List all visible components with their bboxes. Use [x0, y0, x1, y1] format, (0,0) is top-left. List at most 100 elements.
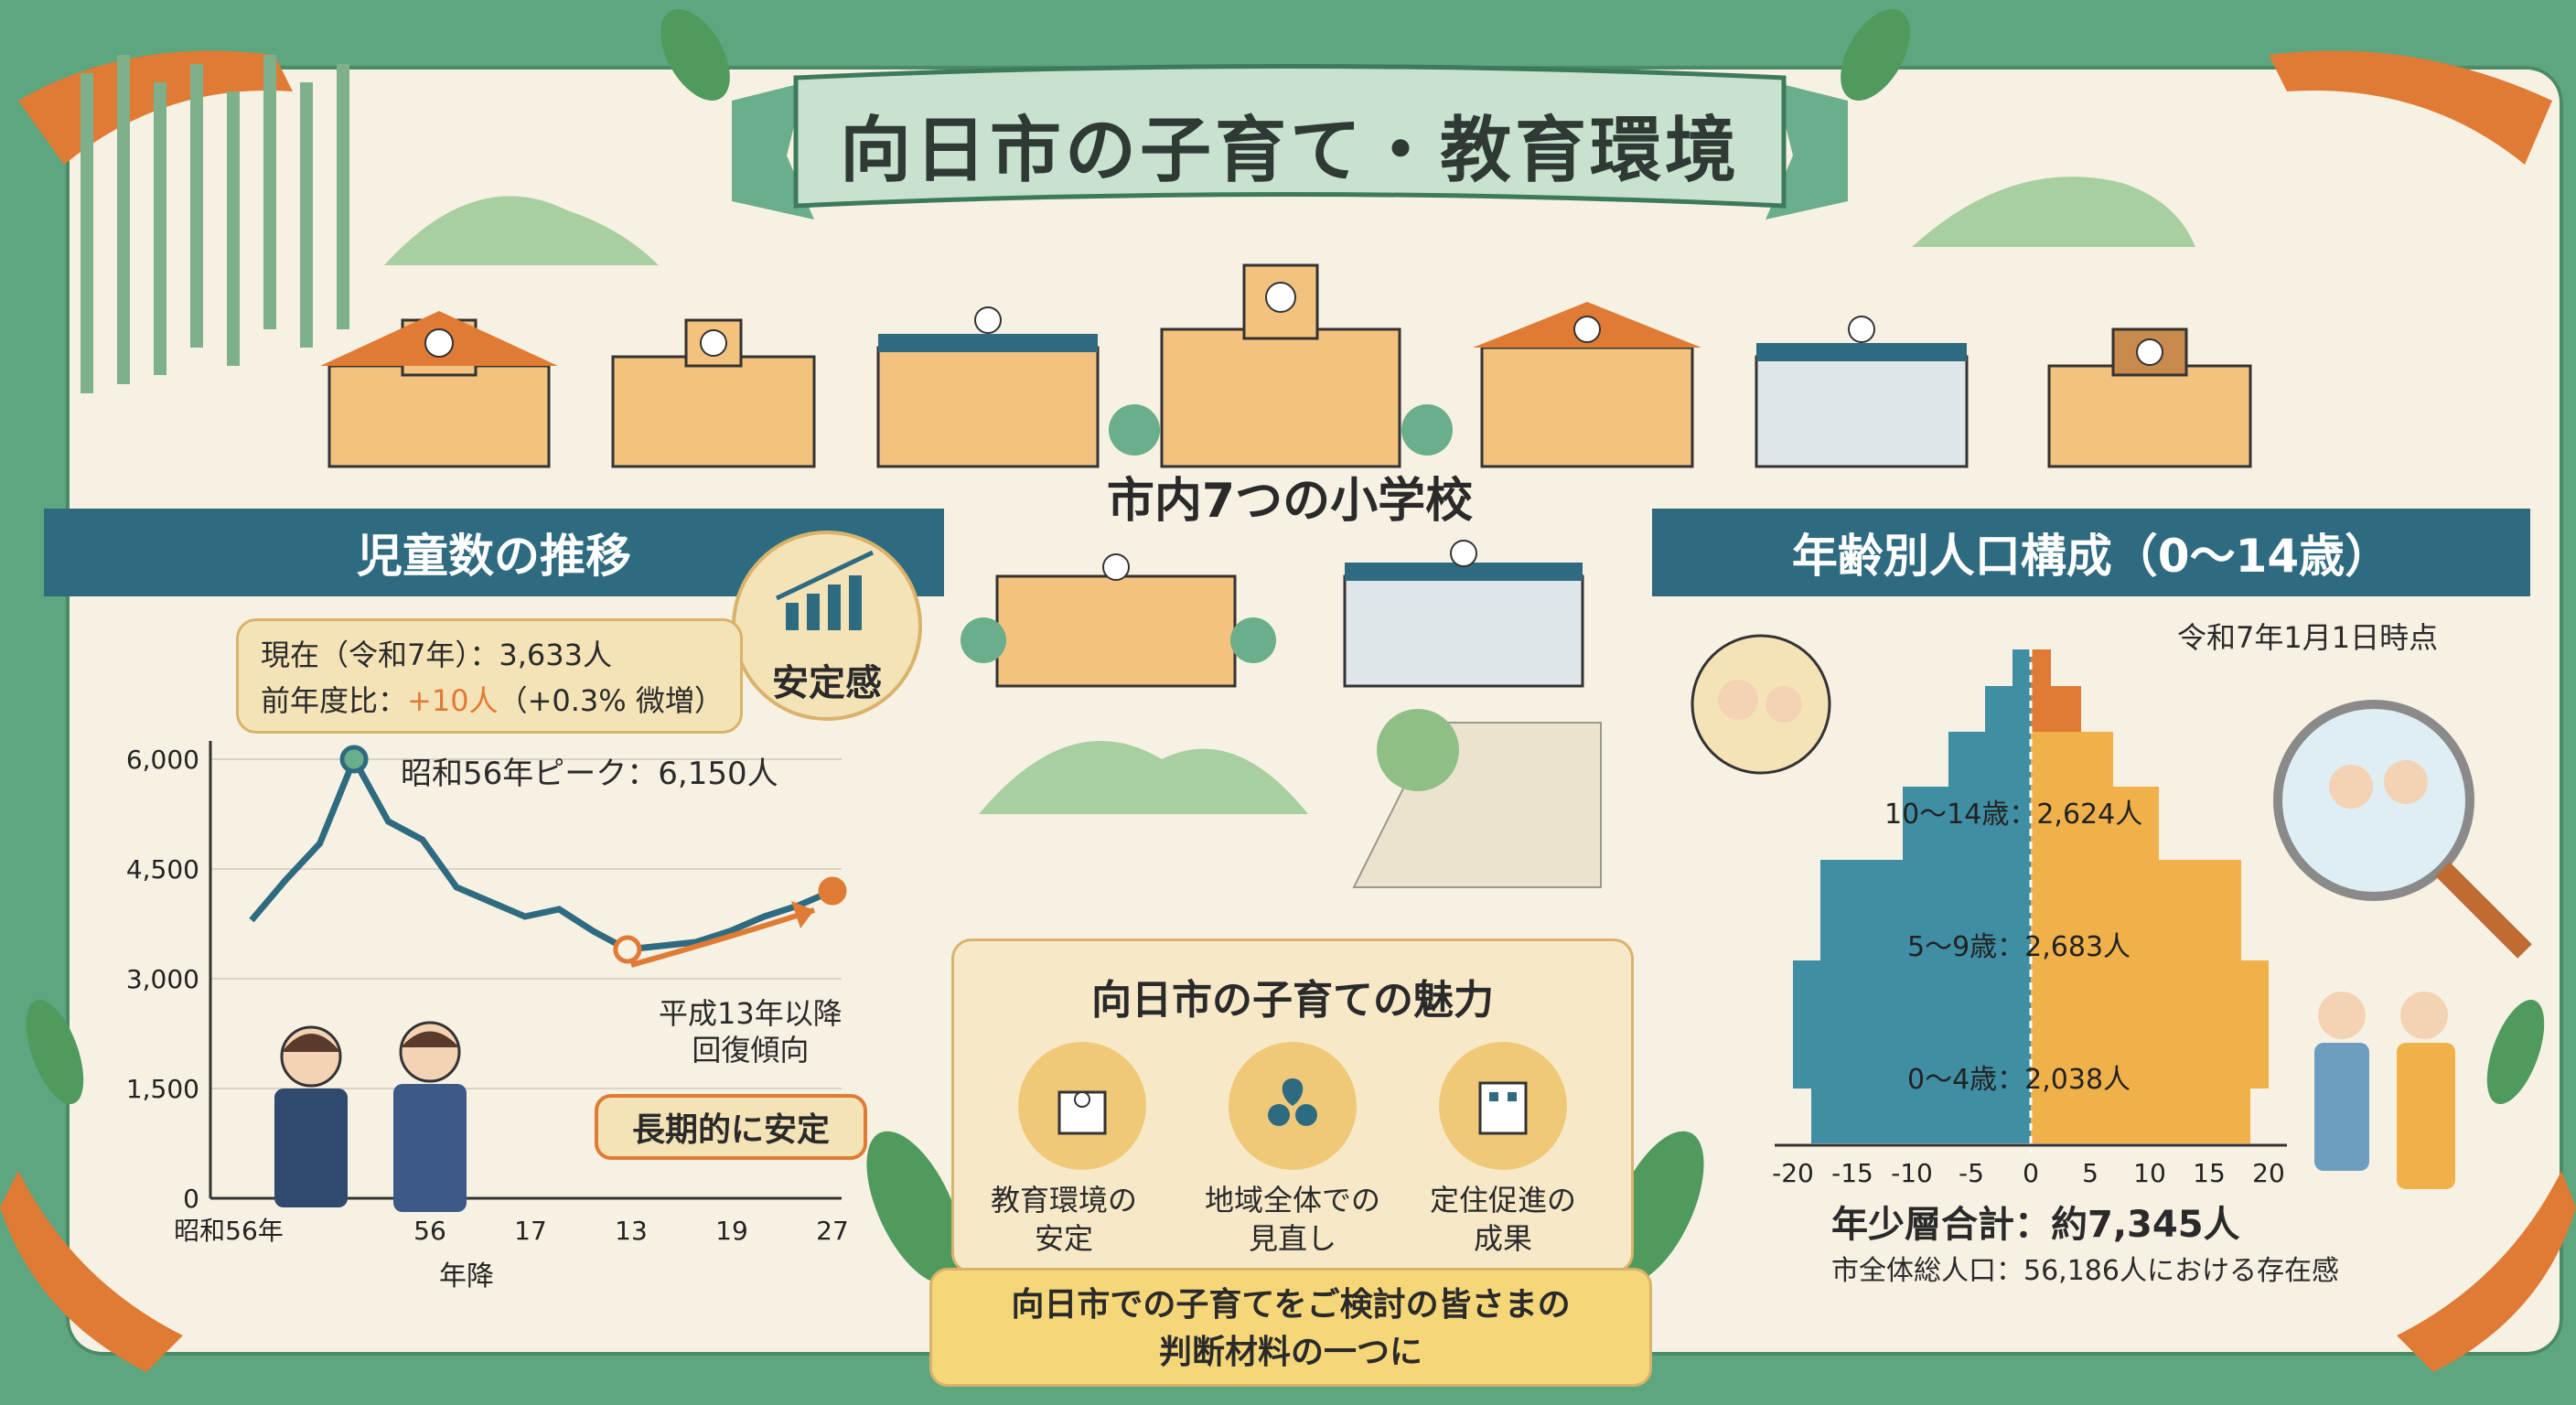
community-icon: [1229, 1042, 1357, 1170]
appeal-box: 向日市の子育ての魅力 教育環境の 安定 地域全体での 見直し 定住促進の 成果: [951, 938, 1634, 1273]
school-building-icon: [961, 553, 1276, 688]
appeal-item-2: 地域全体での 見直し: [1192, 1181, 1393, 1258]
x-tick-label: 19: [715, 1216, 748, 1246]
x-tick-label: 昭和56年: [174, 1216, 284, 1246]
schools-label: 市内7つの小学校: [1106, 474, 1474, 529]
pyramid-left-bars: [1793, 649, 2031, 1143]
youth-total: 年少層合計：約7,345人: [1831, 1204, 2240, 1246]
x-tick-label: 56: [413, 1216, 446, 1246]
ribbon-top-right: [2269, 50, 2552, 165]
series-points: [339, 745, 847, 964]
city-total: 市全体総人口：56,186人における存在感: [1831, 1255, 2339, 1287]
ribbon-bottom-left: [0, 1171, 183, 1372]
appeal-item-3-line1: 定住促進の: [1429, 1183, 1576, 1217]
center-illustrations: [961, 540, 1602, 888]
current-status-box: 現在（令和7年）：3,633人 前年度比：+10人（+0.3% 微増）: [236, 618, 743, 734]
recovery-note: 平成13年以降 回復傾向: [659, 995, 843, 1068]
growth-chart-icon: [775, 550, 875, 630]
school-icon: [1018, 1042, 1146, 1170]
school-building-icon: [876, 306, 1100, 468]
parent-child-illustration: [2314, 992, 2455, 1189]
yoy-change: +10人: [407, 683, 499, 718]
appeal-item-3-line2: 成果: [1473, 1221, 1532, 1256]
family-speech-icon: [1690, 634, 1831, 775]
current-status-line1: 現在（令和7年）：3,633人: [261, 638, 612, 672]
school-building-icon: [2047, 327, 2252, 468]
appeal-item-1: 教育環境の 安定: [972, 1181, 1155, 1258]
students-illustration: [274, 1021, 467, 1212]
current-status-line2: 前年度比：+10人（+0.3% 微増）: [261, 678, 724, 720]
data-point-marker: [818, 876, 847, 906]
title-banner: 向日市の子育て・教育環境: [732, 64, 1848, 224]
stability-label: 安定感: [772, 662, 882, 704]
appeal-item-2-line1: 地域全体での: [1204, 1183, 1380, 1217]
age-label-10-14: 10〜14歳：2,624人: [1884, 799, 2142, 831]
pyramid-x-tick-label: -5: [1959, 1158, 1984, 1188]
y-tick-label: 0: [183, 1184, 199, 1214]
pyramid-x-tick-label: 5: [2082, 1158, 2098, 1188]
data-point-marker: [339, 745, 369, 774]
pyramid-right-bars: [2031, 649, 2269, 1143]
x-axis-title: 年降: [439, 1260, 494, 1292]
x-tick-label: 27: [816, 1216, 849, 1246]
left-panel-title: 児童数の推移: [357, 530, 631, 583]
pyramid-x-tick-label: 20: [2252, 1158, 2285, 1188]
x-tick-label: 13: [615, 1216, 648, 1246]
long-term-stable-badge: 長期的に安定: [595, 1094, 867, 1160]
school-building-icon: [1473, 302, 1701, 468]
x-tick-label: 17: [514, 1216, 547, 1246]
bamboo-illustration: [80, 55, 349, 393]
arrow-head: [791, 901, 814, 928]
y-tick-label: 4,500: [126, 854, 199, 885]
y-tick-label: 1,500: [126, 1074, 199, 1104]
schools-row: [320, 263, 2252, 468]
pyramid-x-tick-label: 0: [2023, 1158, 2039, 1188]
yoy-percent: （+0.3% 微増）: [498, 683, 724, 718]
appeal-item-3: 定住促進の 成果: [1411, 1181, 1594, 1258]
appeal-title: 向日市の子育ての魅力: [1091, 977, 1494, 1024]
school-building-icon: [611, 318, 816, 468]
series-line: [249, 751, 834, 953]
yoy-label: 前年度比：: [261, 683, 408, 718]
school-building-icon: [1109, 263, 1453, 468]
pyramid-x-tick-label: 15: [2193, 1158, 2226, 1188]
page-title: 向日市の子育て・教育環境: [839, 109, 1740, 192]
pyramid-x-tick-label: -15: [1831, 1158, 1873, 1188]
hill-right: [1912, 177, 2195, 247]
recovery-arrow: [630, 907, 815, 968]
title-ribbon-shape: [732, 64, 1848, 220]
building-icon: [1439, 1042, 1567, 1170]
footer-line1: 向日市での子育てをご検討の皆さまの: [1011, 1286, 1571, 1324]
hill-left: [384, 196, 659, 265]
pyramid-x-tick-label: -10: [1891, 1158, 1933, 1188]
appeal-item-1-line1: 教育環境の: [990, 1183, 1137, 1217]
y-tick-label: 3,000: [126, 964, 199, 994]
stability-badge: 安定感: [732, 531, 922, 721]
school-building-icon: [1755, 316, 1969, 468]
footer-message: 向日市での子育てをご検討の皆さまの 判断材料の一つに: [929, 1268, 1652, 1387]
population-pyramid: 10〜14歳：2,624人 5〜9歳：2,683人 0〜4歳：2,038人 -2…: [1772, 649, 2287, 1188]
right-panel-title: 年齢別人口構成（0〜14歳）: [1791, 530, 2391, 583]
school-building-icon: [320, 311, 558, 468]
appeal-item-2-line2: 見直し: [1248, 1221, 1336, 1256]
pyramid-x-ticks: -20 -15 -10 -5 0 5 10 15 20: [1772, 1158, 2285, 1188]
right-panel-header: 年齢別人口構成（0〜14歳）: [1652, 509, 2530, 596]
peak-label: 昭和56年ピーク：6,150人: [401, 756, 778, 792]
recovery-line1: 平成13年以降: [659, 996, 843, 1031]
pyramid-x-tick-label: 10: [2133, 1158, 2166, 1188]
y-tick-label: 6,000: [126, 745, 199, 775]
footer-line2: 判断材料の一つに: [1158, 1334, 1422, 1371]
age-label-5-9: 5〜9歳：2,683人: [1907, 931, 2131, 963]
y-axis-ticks: 0 1,500 3,000 4,500 6,000: [126, 745, 199, 1214]
pyramid-x-tick-label: -20: [1772, 1158, 1814, 1188]
age-label-0-4: 0〜4歳：2,038人: [1907, 1064, 2131, 1096]
recovery-line2: 回復傾向: [692, 1033, 810, 1067]
data-point-marker: [613, 935, 642, 964]
school-building-icon: [1343, 540, 1584, 688]
magnifier-family-icon: [2273, 700, 2532, 959]
ribbon-bottom-right: [2397, 1171, 2576, 1372]
hills-illustration: [979, 741, 1308, 814]
x-axis-ticks: 昭和56年 56 17 13 19 27: [174, 1216, 849, 1246]
